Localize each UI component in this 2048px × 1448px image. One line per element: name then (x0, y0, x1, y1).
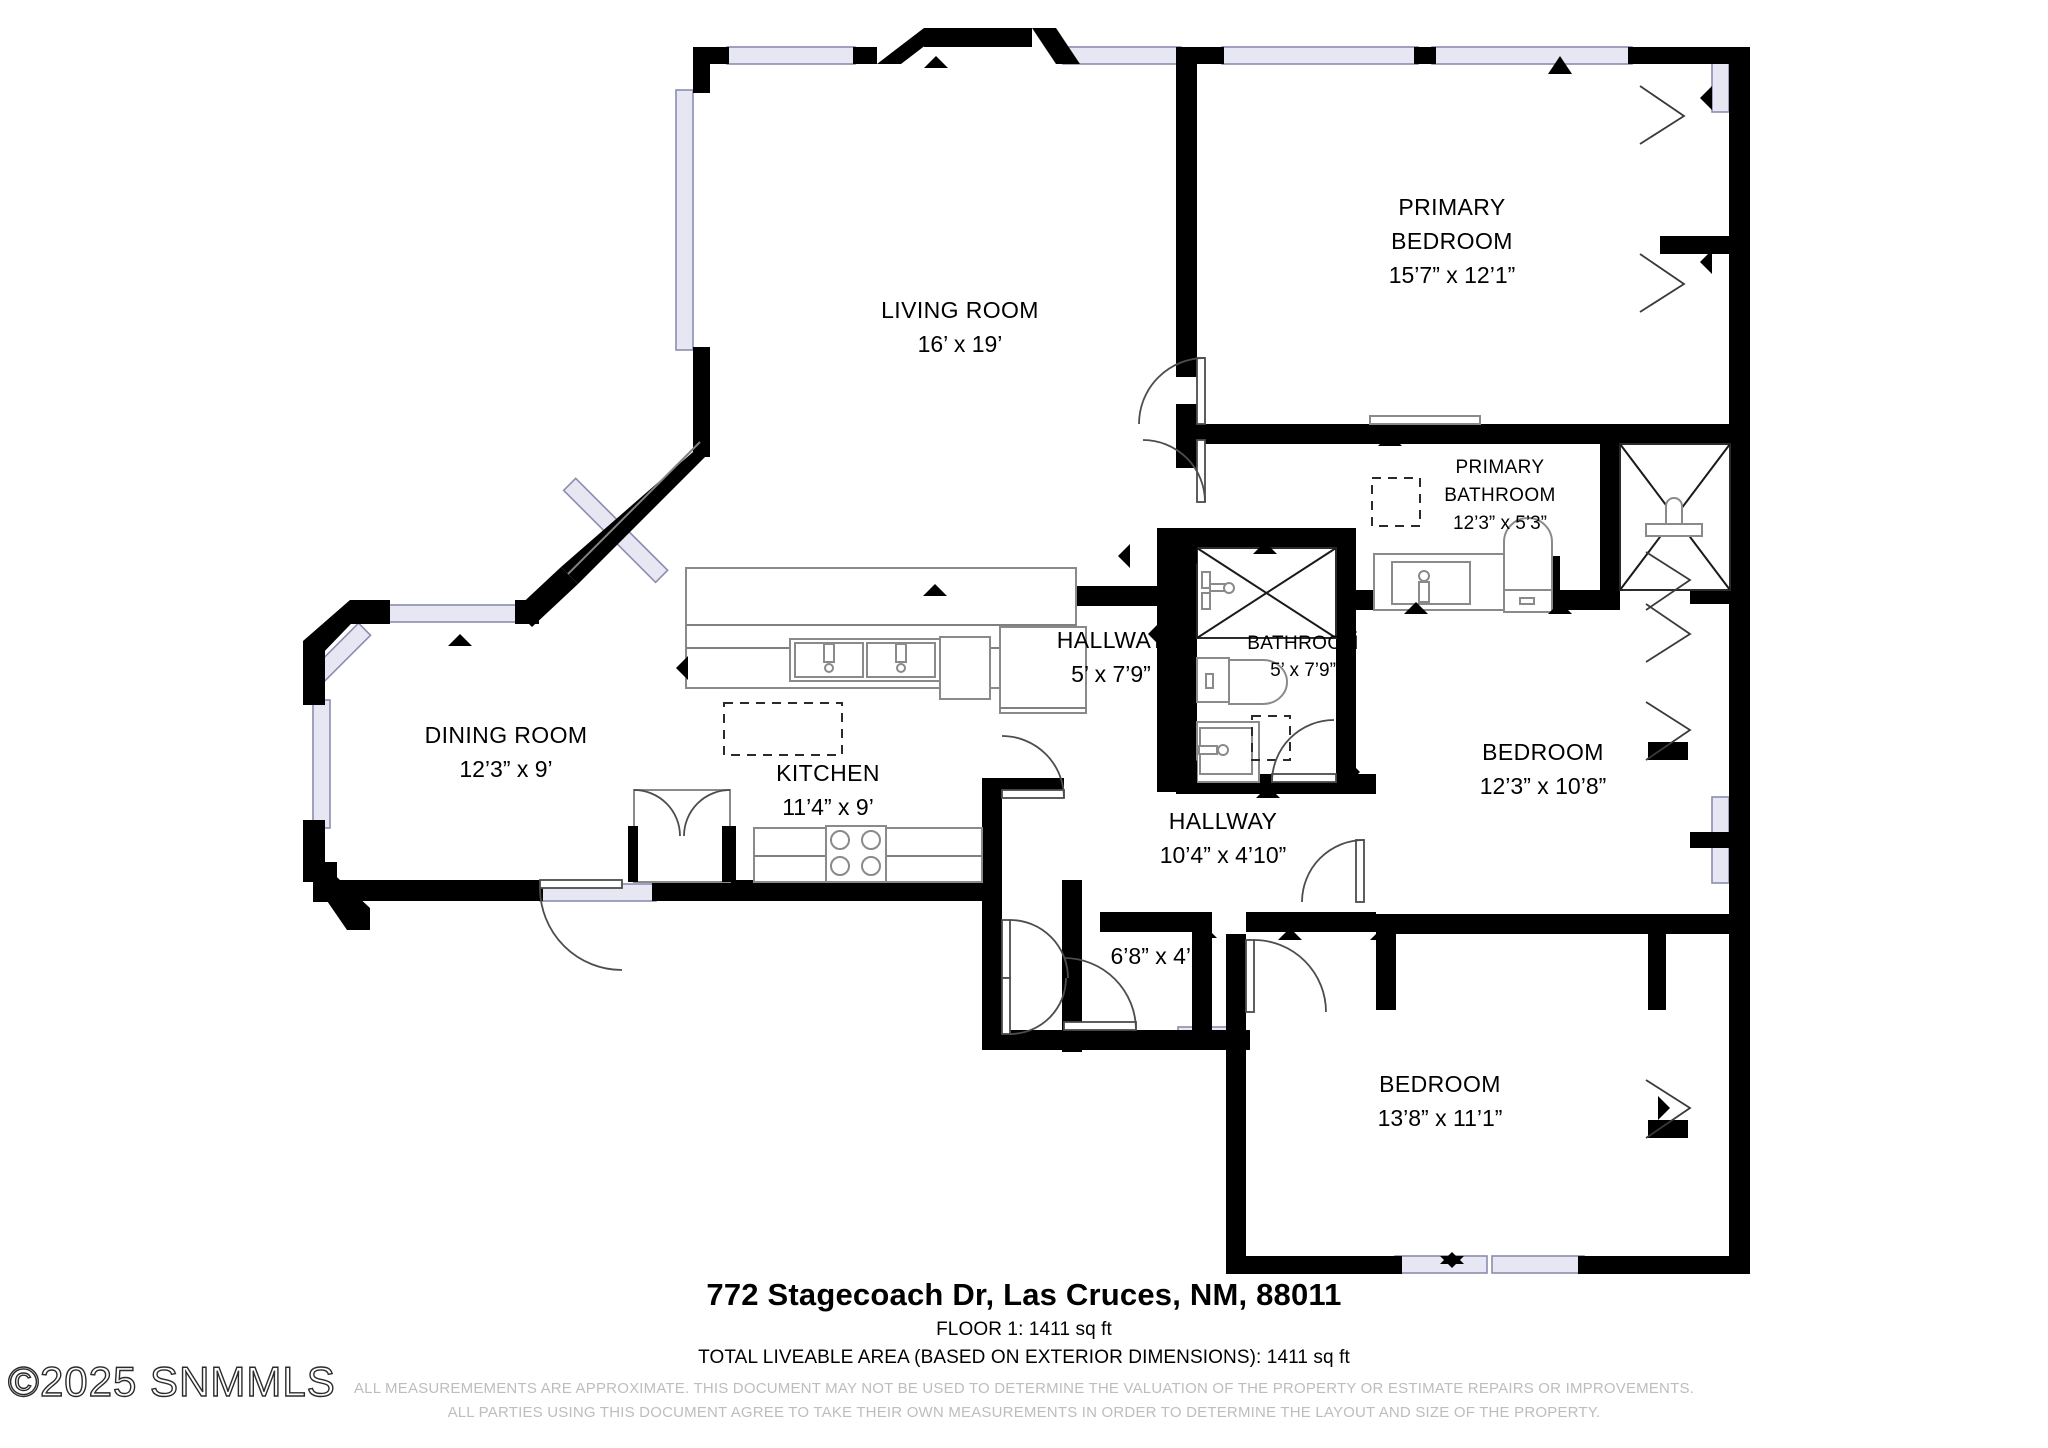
room-dim-entry: 6’8” x 4’6” (1111, 943, 1212, 969)
window-primary-top-a (1221, 46, 1419, 65)
door-dining-exterior-swing (539, 887, 623, 971)
view-markers (443, 56, 1712, 1268)
plan-footer: 772 Stagecoach Dr, Las Cruces, NM, 88011… (0, 1277, 2048, 1424)
refrigerator (999, 626, 1087, 714)
closet-mark-primary-b (1639, 85, 1686, 145)
room-label-bedroom-lower: BEDROOM (1379, 1071, 1501, 1097)
window-primary-top-b (1431, 46, 1633, 65)
bathroom-toilet-bowl (1228, 659, 1288, 705)
door-entry-closet-leaf-a (1001, 919, 1011, 979)
door-pantry-swing-a (633, 789, 681, 837)
room-dim-bedroom-lower: 13’8” x 11’1” (1378, 1105, 1503, 1131)
window-living-top-right (1062, 46, 1182, 65)
door-entry-closet-swing-b (1009, 977, 1067, 1035)
door-bathroom-swing (1271, 719, 1335, 783)
room-dim-primary-bedroom: 15’7” x 12’1” (1389, 262, 1516, 288)
kitchen-fixtures (628, 567, 1087, 883)
window-bedroom-lower-b (1491, 1255, 1585, 1274)
copyright-watermark: ©2025 SNMMLS (7, 1357, 336, 1405)
closet-marks (1639, 85, 1692, 1139)
door-entry-swing (1063, 957, 1137, 1031)
doors-layer (539, 357, 1365, 1035)
room-label-primary-bathroom-line2: BATHROOM (1444, 485, 1556, 506)
room-label-dining-room: DINING ROOM (425, 722, 588, 748)
floor-area-line: FLOOR 1: 1411 sq ft (936, 1319, 1112, 1341)
door-kitchen-hall-leaf (1001, 789, 1065, 799)
room-dim-bathroom: 5’ x 7’9” (1270, 660, 1336, 681)
door-primary-bedroom-swing (1138, 357, 1206, 425)
window-living-left (675, 89, 694, 351)
door-dining-exterior-leaf (539, 879, 623, 889)
walls-layer (303, 28, 1750, 1274)
disclaimer-line-2: ALL PARTIES USING THIS DOCUMENT AGREE TO… (447, 1403, 1601, 1421)
closet-mark-primary-a (1639, 253, 1686, 313)
door-kitchen-hall-swing (1001, 735, 1065, 799)
room-label-primary-bathroom-line1: PRIMARY (1455, 457, 1544, 478)
room-dim-hallway-upper: 5’ x 7’9” (1071, 661, 1151, 687)
room-dim-living-room: 16’ x 19’ (918, 331, 1003, 357)
room-label-entry: ENTRY (1121, 909, 1201, 935)
room-label-bathroom: BATHROOM (1247, 633, 1359, 654)
room-dim-kitchen: 11’4” x 9’ (782, 794, 874, 820)
closet-mark-lower-a (1645, 701, 1692, 761)
room-dim-dining-room: 12’3” x 9’ (459, 756, 552, 782)
kitchen-pantry (633, 789, 731, 883)
window-dining-left (312, 699, 331, 829)
door-bedroom-mid-swing (1301, 839, 1365, 903)
room-label-primary-bedroom-line1: PRIMARY (1398, 194, 1505, 220)
primary-bath-sliding-door (1369, 415, 1481, 425)
primary-bathroom-fixtures (1369, 415, 1731, 613)
room-dim-hallway-lower: 10’4” x 4’10” (1160, 842, 1287, 868)
door-entry-closet-swing-a (1009, 919, 1069, 979)
property-address: 772 Stagecoach Dr, Las Cruces, NM, 88011 (706, 1277, 1342, 1312)
closet-mark-mid-b (1645, 551, 1692, 611)
bathroom-fixtures (1196, 547, 1337, 783)
door-primary-bedroom-leaf (1196, 357, 1206, 425)
room-labels-layer: LIVING ROOM 16’ x 19’ PRIMARY BEDROOM 15… (425, 194, 1607, 1131)
room-label-bedroom-middle: BEDROOM (1482, 739, 1604, 765)
door-bedroom-lower-swing (1253, 939, 1327, 1013)
bathroom-linen-closet (1251, 715, 1291, 761)
closet-mark-mid-a (1645, 603, 1692, 663)
door-primary-bath-swing (1142, 439, 1206, 503)
room-label-living-room: LIVING ROOM (881, 297, 1039, 323)
primary-bath-closet (1371, 477, 1421, 527)
door-entry-closet-leaf-b (1001, 977, 1011, 1035)
living-room-details (567, 441, 701, 575)
door-bedroom-lower-leaf (1245, 939, 1255, 1013)
door-bedroom-mid-leaf (1355, 839, 1365, 903)
room-dim-bedroom-middle: 12’3” x 10’8” (1480, 773, 1607, 799)
room-dim-primary-bathroom: 12’3” x 5’3” (1453, 513, 1547, 534)
door-bathroom-leaf (1271, 773, 1337, 783)
window-dining-top (374, 604, 522, 623)
room-label-kitchen: KITCHEN (776, 760, 880, 786)
closet-mark-lower-c (1645, 1079, 1692, 1139)
kitchen-island (723, 702, 843, 756)
primary-toilet-bowl (1503, 517, 1553, 593)
kitchen-dishwasher (939, 636, 991, 700)
door-pantry-swing-b (683, 789, 731, 837)
window-living-top-left (726, 46, 856, 65)
total-area-line: TOTAL LIVEABLE AREA (BASED ON EXTERIOR D… (698, 1347, 1350, 1369)
window-bedroom-lower-a (1394, 1255, 1488, 1274)
room-label-primary-bedroom-line2: BEDROOM (1391, 228, 1513, 254)
room-label-hallway-lower: HALLWAY (1169, 808, 1277, 834)
disclaimer-line-1: ALL MEASUREMEMENTS ARE APPROXIMATE. THIS… (353, 1380, 1695, 1398)
room-label-hallway-upper: HALLWAY (1057, 627, 1165, 653)
